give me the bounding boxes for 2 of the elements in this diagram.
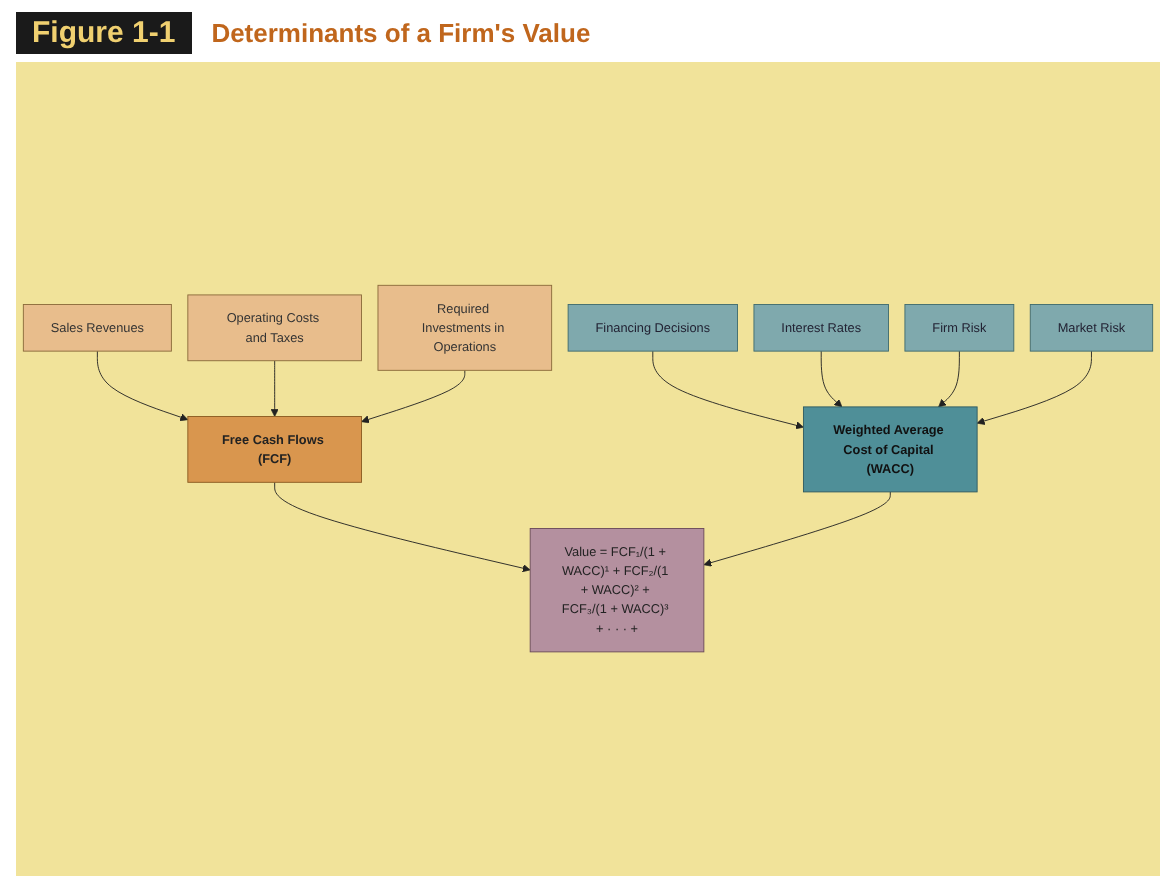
figure-title: Determinants of a Firm's Value [211, 18, 591, 48]
figure-number: Figure 1-1 [16, 12, 192, 54]
